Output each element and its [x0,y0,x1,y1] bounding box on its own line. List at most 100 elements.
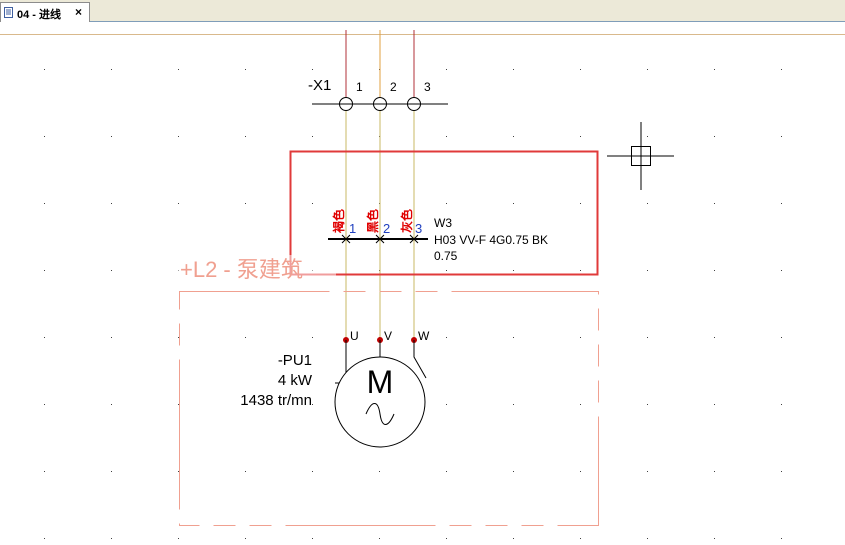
motor-speed: 1438 tr/mn [240,392,312,409]
grid-dot [647,270,648,271]
grid-dot [714,471,715,472]
tab-04-incoming[interactable]: 04 - 进线 × [0,2,90,22]
location-box [179,291,599,526]
grid-dot [245,203,246,204]
motor-lead-w [413,340,427,379]
tab-label: 04 - 进线 [17,9,62,21]
grid-dot [178,203,179,204]
conductor-number-3: 3 [415,221,422,236]
motor-terminal-u: U [350,329,359,343]
terminal-3[interactable] [407,97,421,111]
grid-dot [580,270,581,271]
grid-dot [714,69,715,70]
conductor-color-3: 灰色 [399,209,414,233]
grid-dot [647,69,648,70]
conductor-number-1: 1 [349,221,356,236]
grid-dot [111,136,112,137]
grid-dot [513,337,514,338]
grid-dot [446,538,447,539]
grid-dot [312,69,313,70]
grid-dot [178,136,179,137]
grid-dot [178,69,179,70]
grid-dot [781,203,782,204]
grid-dot [312,203,313,204]
grid-dot [44,538,45,539]
location-label: +L2 - 泵建筑 [180,257,303,282]
motor-terminal-w: W [418,329,430,343]
grid-dot [312,136,313,137]
grid-dot [178,538,179,539]
page-icon [4,7,13,18]
cable-highlight-box[interactable] [289,150,599,276]
grid-dot [111,337,112,338]
grid-dot [781,136,782,137]
location-label-bg [176,255,336,285]
grid-dot [44,404,45,405]
grid-dot [111,538,112,539]
grid-dot [513,538,514,539]
cable-section: 0.75 [434,249,458,263]
motor-symbol[interactable] [334,356,426,448]
grid-dot [513,404,514,405]
grid-dot [44,337,45,338]
grid-dot [714,337,715,338]
grid-dot [446,69,447,70]
grid-dot [379,471,380,472]
terminal-number-2: 2 [390,80,397,94]
grid-dot [714,203,715,204]
document-tab-bar: 04 - 进线 × [0,0,845,22]
grid-dot [513,69,514,70]
motor-power: 4 kW [278,372,313,389]
grid-dot [111,270,112,271]
grid-dot [580,538,581,539]
cable-crossing-marks [341,234,419,244]
grid-dot [245,69,246,70]
grid-dot [111,471,112,472]
grid-dot [647,337,648,338]
grid-dot [446,136,447,137]
grid-dot [44,69,45,70]
grid-dot [178,404,179,405]
grid-dot [379,538,380,539]
grid-dot [245,337,246,338]
terminal-1[interactable] [339,97,353,111]
grid-dot [446,203,447,204]
grid-dot [781,337,782,338]
cable-name: W3 [434,216,452,230]
grid-dot [513,270,514,271]
grid-dot [781,270,782,271]
grid-dot [245,538,246,539]
grid-dot [580,203,581,204]
grid-dot [580,337,581,338]
grid-dot [178,471,179,472]
grid-dot [44,203,45,204]
grid-dot [647,136,648,137]
grid-dot [580,471,581,472]
grid-dot [111,69,112,70]
grid-dot [446,404,447,405]
grid-dot [513,203,514,204]
grid-dot [245,471,246,472]
grid-dot [446,270,447,271]
grid-dot [580,136,581,137]
grid-dot [111,203,112,204]
grid-dot [714,404,715,405]
conductor-number-2: 2 [383,221,390,236]
grid-dot [647,471,648,472]
tab-close-icon[interactable]: × [75,5,83,19]
motor-terminal-v: V [384,329,392,343]
grid-dot [714,136,715,137]
grid-dot [513,471,514,472]
grid-dot [312,538,313,539]
grid-dots [44,69,782,539]
conductor-color-1: 褐色 [331,209,346,234]
motor-symbol-letter: M [367,364,394,400]
grid-dot [714,538,715,539]
conductor-color-2: 黑色 [365,209,380,233]
grid-dot [111,404,112,405]
grid-dot [714,270,715,271]
grid-dot [647,203,648,204]
terminal-2[interactable] [373,97,387,111]
grid-dot [245,136,246,137]
